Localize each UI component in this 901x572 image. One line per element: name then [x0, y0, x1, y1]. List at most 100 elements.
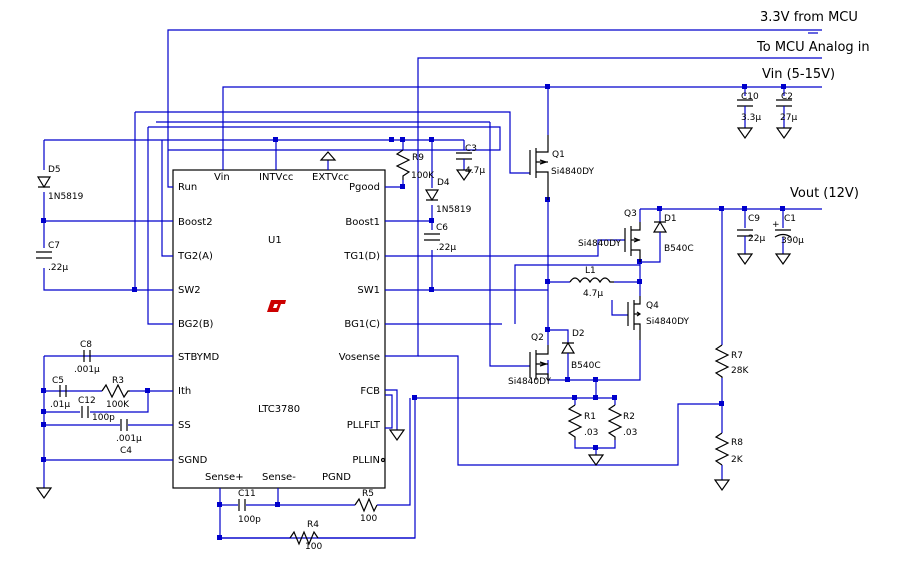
- resistor-r7: R7 28K: [714, 344, 749, 378]
- pin-bg1: BG1(C): [344, 319, 380, 330]
- svg-text:R4: R4: [307, 520, 319, 530]
- extvcc-symbol: [319, 151, 337, 161]
- svg-text:Si4840DY: Si4840DY: [551, 167, 595, 177]
- ground-r8: [713, 479, 731, 492]
- svg-text:C10: C10: [741, 92, 759, 102]
- svg-text:B540C: B540C: [664, 244, 694, 254]
- wires: [43, 29, 822, 539]
- svg-text:C2: C2: [781, 92, 793, 102]
- svg-text:Q1: Q1: [552, 150, 565, 160]
- svg-text:R7: R7: [731, 351, 743, 361]
- svg-text:Q3: Q3: [624, 209, 637, 219]
- svg-text:L1: L1: [585, 266, 596, 276]
- ground-left: [35, 487, 53, 500]
- resistor-r2: R2 .03: [607, 404, 637, 440]
- capacitor-c10: C10 3.3µ: [736, 92, 761, 140]
- svg-text:100K: 100K: [411, 171, 435, 181]
- capacitor-c6: C6 .22µ: [424, 223, 456, 253]
- pin-sw1: SW1: [357, 285, 380, 296]
- svg-text:.01µ: .01µ: [50, 400, 70, 410]
- pin-stbymd: STBYMD: [178, 352, 220, 363]
- pin-fcb: FCB: [360, 386, 380, 397]
- pin-extvcc: EXTVcc: [312, 172, 349, 183]
- capacitor-c2: C2 27µ: [775, 92, 797, 140]
- svg-text:C9: C9: [748, 214, 760, 224]
- mosfet-q1: Q1 Si4840DY: [529, 135, 595, 200]
- pin-pllflt: PLLFLT: [347, 420, 381, 431]
- svg-text:390µ: 390µ: [781, 236, 804, 246]
- svg-text:.001µ: .001µ: [74, 365, 100, 375]
- svg-text:.03: .03: [623, 428, 637, 438]
- capacitor-c4: .001µ C4: [116, 419, 142, 456]
- ic-part-label: LTC3780: [258, 404, 300, 415]
- svg-text:100: 100: [305, 542, 322, 552]
- svg-text:2K: 2K: [731, 455, 744, 465]
- svg-text:C6: C6: [436, 223, 448, 233]
- pin-pgnd: PGND: [322, 472, 351, 483]
- pin-pgood: Pgood: [349, 182, 380, 193]
- svg-text:22µ: 22µ: [748, 234, 765, 244]
- resistor-r3: R3 100K: [101, 376, 130, 410]
- svg-text:1N5819: 1N5819: [436, 205, 472, 215]
- ground-sense: [587, 454, 605, 467]
- capacitor-c7: C7 .22µ: [36, 241, 68, 273]
- diode-d5: D5 1N5819: [36, 165, 84, 202]
- svg-text:C1: C1: [784, 214, 796, 224]
- svg-text:1N5819: 1N5819: [48, 192, 84, 202]
- pllin-pin-dot: [380, 457, 386, 463]
- pin-vin: Vin: [214, 172, 230, 183]
- svg-text:D4: D4: [437, 178, 450, 188]
- capacitor-c3: C3 4.7µ: [455, 144, 485, 182]
- pin-ith: Ith: [178, 386, 191, 397]
- svg-text:100p: 100p: [92, 413, 115, 423]
- svg-text:D5: D5: [48, 165, 61, 175]
- diode-d4: D4 1N5819: [424, 178, 472, 215]
- pin-sense-plus: Sense+: [205, 472, 244, 483]
- svg-text:B540C: B540C: [571, 361, 601, 371]
- linear-tech-logo: [267, 300, 286, 312]
- svg-text:Si4840DY: Si4840DY: [508, 377, 552, 387]
- svg-text:R1: R1: [584, 412, 596, 422]
- pin-ss: SS: [178, 420, 191, 431]
- net-label-3v3-mcu: 3.3V from MCU: [760, 10, 858, 25]
- svg-text:C5: C5: [52, 376, 64, 386]
- mosfet-q3: Q3 Si4840DY: [578, 209, 641, 262]
- svg-text:C11: C11: [238, 489, 256, 499]
- resistor-r1: R1 .03: [567, 404, 598, 440]
- net-label-vin: Vin (5-15V): [762, 67, 835, 82]
- svg-text:C3: C3: [465, 144, 477, 154]
- svg-text:C8: C8: [80, 340, 92, 350]
- svg-text:D2: D2: [572, 329, 585, 339]
- capacitor-c11: C11 100p: [238, 489, 261, 525]
- pin-sgnd: SGND: [178, 455, 208, 466]
- svg-text:.03: .03: [584, 428, 598, 438]
- capacitor-c5: C5 .01µ: [50, 376, 70, 410]
- net-label-vout: Vout (12V): [790, 186, 859, 201]
- svg-text:+: +: [772, 220, 780, 230]
- svg-text:100p: 100p: [238, 515, 261, 525]
- diode-d1: D1 B540C: [652, 214, 694, 254]
- pin-run: Run: [178, 182, 197, 193]
- pin-boost2: Boost2: [178, 217, 213, 228]
- svg-text:4.7µ: 4.7µ: [583, 289, 603, 299]
- svg-text:R8: R8: [731, 438, 743, 448]
- resistor-r9: R9 100K: [395, 149, 435, 181]
- inductor-l1: L1 4.7µ: [569, 266, 614, 299]
- capacitor-c12: C12 100p: [78, 396, 115, 423]
- svg-text:R2: R2: [623, 412, 635, 422]
- ic-ref: U1: [268, 235, 282, 246]
- svg-text:D1: D1: [664, 214, 677, 224]
- pin-pllin: PLLIN: [352, 455, 380, 466]
- svg-text:4.7µ: 4.7µ: [465, 166, 485, 176]
- svg-text:100K: 100K: [106, 400, 130, 410]
- svg-text:R3: R3: [112, 376, 124, 386]
- svg-text:.22µ: .22µ: [436, 243, 456, 253]
- capacitor-c1: + C1 390µ: [772, 214, 804, 266]
- resistor-r4: R4 100: [289, 520, 322, 552]
- net-label-mcu-analog: To MCU Analog in: [756, 40, 870, 55]
- svg-text:Q2: Q2: [531, 333, 544, 343]
- mosfet-q4: Q4 Si4840DY: [627, 296, 690, 340]
- pin-boost1: Boost1: [345, 217, 380, 228]
- pin-sw2: SW2: [178, 285, 201, 296]
- svg-text:Si4840DY: Si4840DY: [646, 317, 690, 327]
